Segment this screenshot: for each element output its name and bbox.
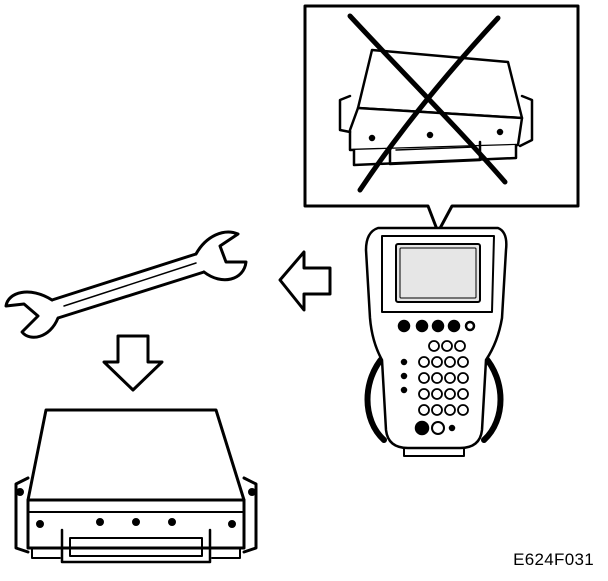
cross-out-icon [347,13,508,193]
open-end-wrench-icon [4,230,248,339]
control-module-icon [14,408,258,564]
handheld-scan-tool-icon [364,226,508,457]
hollow-arrow-down-icon [102,334,164,392]
hollow-arrow-left-icon [278,250,332,312]
figure-code: E624F031 [513,550,594,569]
